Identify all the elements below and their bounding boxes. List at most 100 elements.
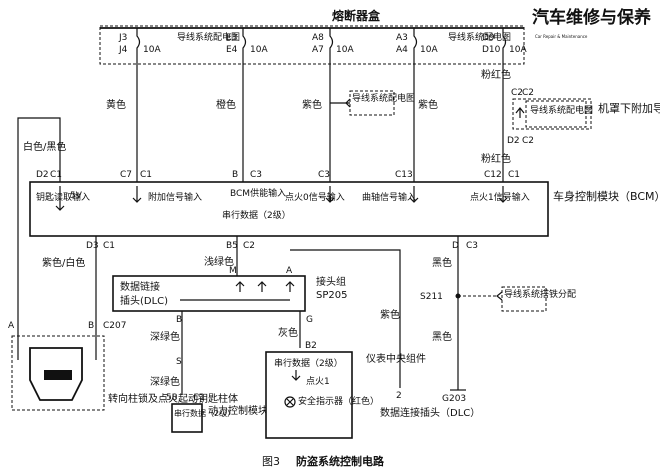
caption-figure: 图3 — [262, 455, 280, 468]
wire-purple-dlc — [290, 249, 401, 388]
bcm-box — [29, 181, 549, 237]
supply-wires: 黄色 橙色 紫色 紫色 粉红色 粉红色 — [106, 64, 511, 182]
fuse-1: J3 J4 10A 导线系统配电图 — [118, 28, 240, 64]
ground-note-box — [501, 286, 547, 312]
bcm-pin-d: D — [452, 241, 459, 251]
junction-pin-bottom: D2 — [507, 136, 520, 146]
ignition-lock-cylinder: A B C207 转向柱锁及点火起动钥匙柱体 — [8, 321, 238, 411]
wire-purple-dlc-label: 紫色 — [380, 308, 400, 321]
pcm-serial: 串行数据（2级） — [174, 408, 235, 418]
fuse-2: E3 E4 10A — [226, 28, 268, 64]
fuse-1-note: 导线系统配电图 — [177, 31, 240, 43]
watermark-title: 汽车维修与保养 — [532, 7, 652, 28]
dlc-box — [112, 275, 306, 312]
mid-reference: 导线系统配电图 — [330, 90, 415, 116]
fuse-4: A3 A4 10A 导线系统配电图 — [396, 28, 511, 64]
mid-reference-text: 导线系统配电图 — [352, 92, 415, 104]
pcm-serial-box — [171, 403, 203, 433]
bcm-pin-d3: D3 — [86, 241, 99, 251]
wire-white-black-label: 白色/黑色 — [23, 140, 66, 153]
bcm-module: D2 C1 C7 C1 B C3 C3 C13 C12 C1 钥匙读取输入 5V… — [29, 170, 660, 251]
ipc-title: 仪表中央组件 — [366, 352, 426, 365]
ipc-serial: 串行数据（2级） — [274, 357, 343, 369]
wire-white-black: 白色/黑色 — [17, 117, 66, 340]
fuse-2-symbol — [242, 28, 247, 64]
fuse-2-amp: 10A — [250, 45, 268, 55]
junction-note-box — [525, 100, 587, 128]
bcm-pin-b: B — [232, 170, 238, 180]
fuse-4-note: 导线系统配电图 — [448, 31, 511, 43]
dlc-line1: 数据链接 — [120, 280, 160, 293]
bcm-pin-d2: D2 — [36, 170, 49, 180]
wire-orange-label: 橙色 — [216, 98, 236, 111]
underhood-junction: C2 C2 导线系统配电图 机罩下附加导线接线盒 D2 C2 — [507, 88, 660, 146]
fuse-3-amp: 10A — [336, 45, 354, 55]
wire-black-top-label: 黑色 — [432, 256, 452, 269]
bcm-input-key: 钥匙读取输入 — [36, 191, 90, 203]
pcm-connector: C1 — [193, 393, 205, 403]
bcm-pin-c3a: C3 — [250, 170, 262, 180]
pcm-pin-s: S — [176, 357, 182, 367]
wire-gray-label: 灰色 — [278, 326, 298, 339]
ground-note: 导线系统搭铁分配 — [504, 288, 576, 300]
bcm-pin-b5: B5 — [226, 241, 238, 251]
bcm-pin-c1c: C1 — [508, 170, 520, 180]
dlc-end-pin: 2 — [396, 391, 402, 401]
caption-title: 防盗系统控制电路 — [296, 454, 385, 468]
dlc-end-label: 数据连接插头（DLC） — [380, 406, 480, 419]
fuse-1-pin-bottom: J4 — [118, 45, 128, 55]
fuse-3-pin-top: A8 — [312, 33, 324, 43]
bcm-input-aux: 附加信号输入 — [148, 191, 202, 203]
splice-label: 接头组 — [316, 275, 346, 288]
bcm-pin-c13: C13 — [395, 170, 413, 180]
fuse-3-symbol — [329, 28, 334, 64]
wire-pink-top-label: 粉红色 — [481, 68, 511, 81]
ign-pin-a: A — [8, 321, 15, 331]
dlc-pin-g: G — [306, 315, 313, 325]
ipc-box — [265, 351, 353, 439]
fuse-4-amp: 10A — [420, 45, 438, 55]
bcm-pin-c12: C12 — [484, 170, 502, 180]
wire-black-bottom-label: 黑色 — [432, 330, 452, 343]
ground-code: G203 — [442, 394, 466, 404]
key-symbol — [29, 347, 83, 401]
fuse-5-pin-top: D9 — [482, 33, 495, 43]
fusebox-outline — [99, 25, 525, 65]
watermark-subtitle: Car Repair & Maintenance — [535, 34, 588, 39]
bcm-pin-c2: C2 — [243, 241, 255, 251]
junction-connector-top: C2 — [522, 88, 534, 98]
fuse-4-pin-bottom: A4 — [396, 45, 408, 55]
dlc-splice-block: M A 数据链接 插头(DLC) 接头组 SP205 B G — [112, 266, 347, 325]
fuse-2-pin-top: E3 — [226, 33, 237, 43]
bcm-pin-c3b: C3 — [318, 170, 330, 180]
wire-dark-green-bottom-label: 深绿色 — [150, 375, 180, 388]
wire-pink-bottom-label: 粉红色 — [481, 152, 511, 165]
security-lamp-icon — [284, 396, 296, 408]
fuse-1-symbol — [136, 28, 141, 64]
dlc-line2: 插头(DLC) — [120, 294, 168, 307]
fuse-4-symbol — [413, 28, 418, 64]
bcm-input-ign1: 点火1信号输入 — [470, 191, 530, 203]
wire-purple-label: 紫色 — [302, 98, 322, 111]
fuse-1-amp: 10A — [143, 45, 161, 55]
pcm-pin-58: 58 — [166, 393, 178, 403]
fuse-5-symbol — [502, 28, 507, 64]
wire-purple-white-label: 紫色/白色 — [42, 256, 85, 269]
junction-label: 机罩下附加导线接线盒 — [598, 101, 660, 115]
bcm-input-ign0: 点火0信号输入 — [285, 191, 345, 203]
bcm-input-power: BCM供能输入 — [230, 187, 286, 199]
ground-splice-pin: S211 — [420, 292, 443, 302]
dlc-pin-m: M — [229, 266, 237, 276]
ipc-lamp: 安全指示器（红色） — [298, 395, 379, 407]
fuse-5: D9 D10 10A — [482, 28, 527, 64]
bcm-pin-c3c: C3 — [466, 241, 478, 251]
splice-code: SP205 — [316, 290, 347, 301]
fuse-3-pin-bottom: A7 — [312, 45, 324, 55]
bcm-pin-c1d: C1 — [103, 241, 115, 251]
bcm-name: 车身控制模块（BCM） — [553, 189, 660, 203]
fuse-2-pin-bottom: E4 — [226, 45, 238, 55]
ipc-ign: 点火1 — [306, 376, 330, 387]
ign-pin-b: B — [88, 321, 94, 331]
junction-box — [512, 98, 592, 130]
junction-pin-top: C2 — [511, 88, 523, 98]
